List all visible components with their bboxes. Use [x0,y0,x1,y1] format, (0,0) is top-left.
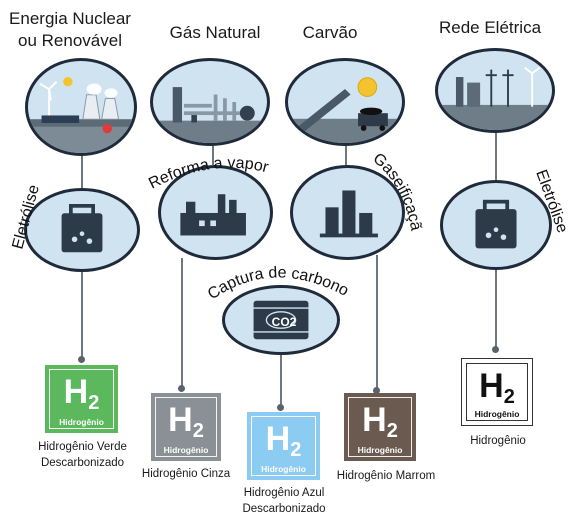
connector-green-top [81,150,83,188]
coal-mine-icon [289,77,401,143]
caption-blue-hydrogen: Hidrogênio Azul Descarbonizado [242,487,326,515]
connector-gray [181,258,183,388]
gasifier-icon [319,190,378,238]
connector-green [81,265,83,360]
carbon-capture-illustration: CO2 [222,285,340,355]
power-grid-icon [439,66,551,130]
caption-green-hydrogen: Hidrogênio Verde Descarbonizado [38,441,127,469]
hydrogen-box-label: Hidrogênio [357,445,403,455]
connector-blue [280,345,282,407]
connector-gas-top [212,140,214,165]
hydrogen-blue-box: H2 Hidrogênio [247,412,320,480]
source-title-grid: Rede Elétrica [438,18,542,37]
electrolysis-right-illustration [440,180,552,270]
co2-container-icon [253,300,309,340]
h2-symbol: H [63,373,89,411]
hydrogen-brown-box: H2 Hidrogênio [344,393,416,461]
gasification-illustration [290,165,405,260]
source-title-nuclear-renewable: Energia Nuclear ou Renovável [9,9,131,50]
electrolyzer-icon-right [475,199,517,249]
h2-subscript: 2 [503,386,515,408]
hydrogen-box-label: Hidrogênio [59,417,104,427]
h2-subscript: 2 [88,392,100,414]
connector-dot-blue [277,404,284,411]
caption-grid-hydrogen: Hidrogênio [470,435,526,447]
h2-symbol: H [479,367,504,405]
connector-grid [495,268,497,350]
h2-subscript: 2 [386,420,398,442]
h2-subscript: 2 [290,439,302,461]
coal-illustration [285,58,405,146]
source-title-natural-gas: Gás Natural [169,23,261,42]
hydrogen-box-label: Hidrogênio [163,445,209,455]
connector-grid-top [495,128,497,188]
gas-pipeline-icon [154,87,266,143]
connector-brown [376,255,378,390]
hydrogen-green-box: H2 Hidrogênio [45,365,118,433]
connector-dot-brown [373,387,380,394]
source-title-coal: Carvão [302,23,358,42]
hydrogen-grid-box: H2 Hidrogênio [461,358,533,426]
h2-symbol: H [265,420,291,458]
hydrogen-box-label: Hidrogênio [474,409,520,419]
steam-reforming-illustration [158,165,273,260]
h2-subscript: 2 [192,420,204,442]
electrolyzer-icon [61,204,103,253]
refinery-icon [180,194,246,236]
co2-label: CO2 [271,315,297,329]
natural-gas-illustration [150,58,270,146]
caption-brown-hydrogen: Hidrogênio Marrom [336,470,436,482]
connector-coal-top [345,140,347,165]
hydrogen-gray-box: H2 Hidrogênio [151,393,221,461]
connector-dot-grid [492,346,499,353]
connector-dot-green [78,356,85,363]
nuclear-plant-icon [28,76,134,153]
connector-dot-gray [178,385,185,392]
h2-symbol: H [168,401,193,439]
electrolysis-left-illustration [24,188,140,272]
nuclear-renewable-illustration [25,58,137,156]
h2-symbol: H [362,401,387,439]
caption-gray-hydrogen: Hidrogênio Cinza [141,468,231,480]
grid-illustration [435,48,555,133]
hydrogen-box-label: Hidrogênio [261,464,306,474]
